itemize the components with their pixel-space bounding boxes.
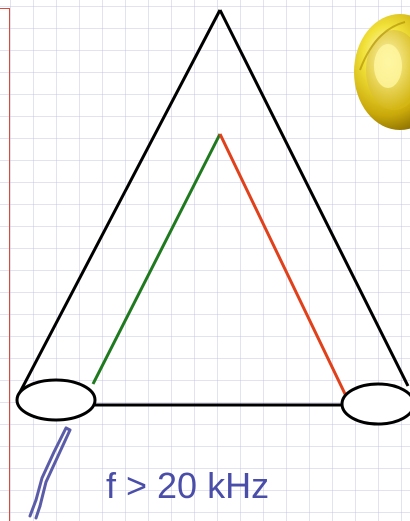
- yellow-sphere-icon: [354, 14, 410, 130]
- outer-left-side: [18, 10, 220, 396]
- right-ellipse: [342, 384, 410, 424]
- frequency-label: f > 20 kHz: [106, 468, 269, 504]
- tuning-fork-icon: [30, 428, 70, 518]
- green-segment: [93, 134, 220, 384]
- red-segment: [220, 134, 346, 396]
- left-ellipse: [17, 380, 95, 420]
